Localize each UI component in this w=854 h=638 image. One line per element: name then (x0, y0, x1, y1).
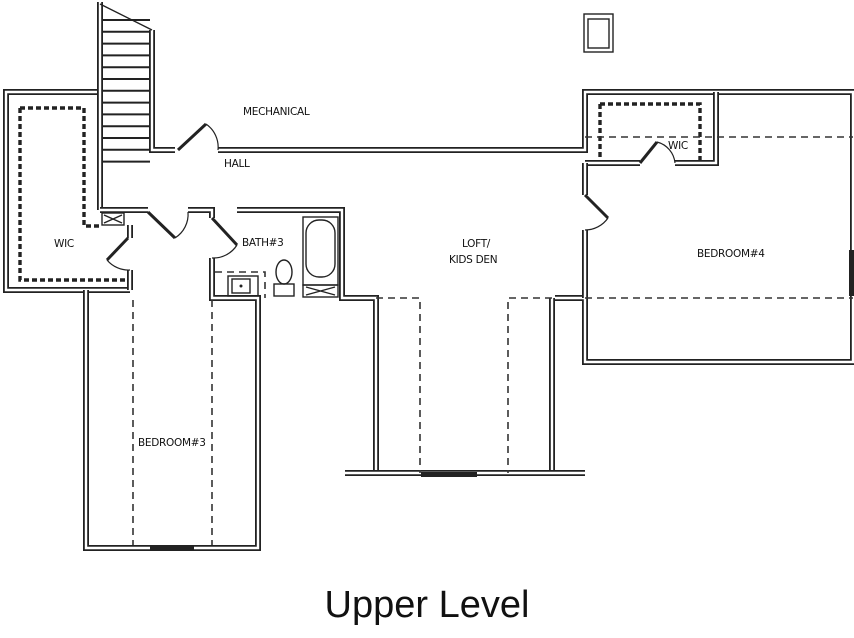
label-bedroom4: BEDROOM#4 (697, 248, 765, 260)
label-wic-right: WIC (668, 140, 688, 152)
stair-top (99, 3, 153, 31)
label-hall: HALL (224, 158, 250, 170)
staircase (103, 19, 150, 163)
bath-fixtures (101, 212, 339, 298)
plan-title: Upper Level (324, 584, 530, 626)
walls (3, 2, 854, 551)
label-bath3: BATH#3 (242, 237, 284, 249)
skylight (583, 13, 614, 53)
label-loft: LOFT/ (462, 238, 491, 250)
label-wic-left: WIC (54, 238, 74, 250)
windows (150, 250, 854, 550)
label-mechanical: MECHANICAL (243, 106, 310, 118)
label-kids-den: KIDS DEN (449, 254, 497, 266)
ceiling-lines (18, 102, 853, 545)
label-bedroom3: BEDROOM#3 (138, 437, 206, 449)
doors (105, 122, 676, 271)
floor-plan: MECHANICAL HALL WIC BATH#3 LOFT/ KIDS DE… (3, 2, 854, 551)
